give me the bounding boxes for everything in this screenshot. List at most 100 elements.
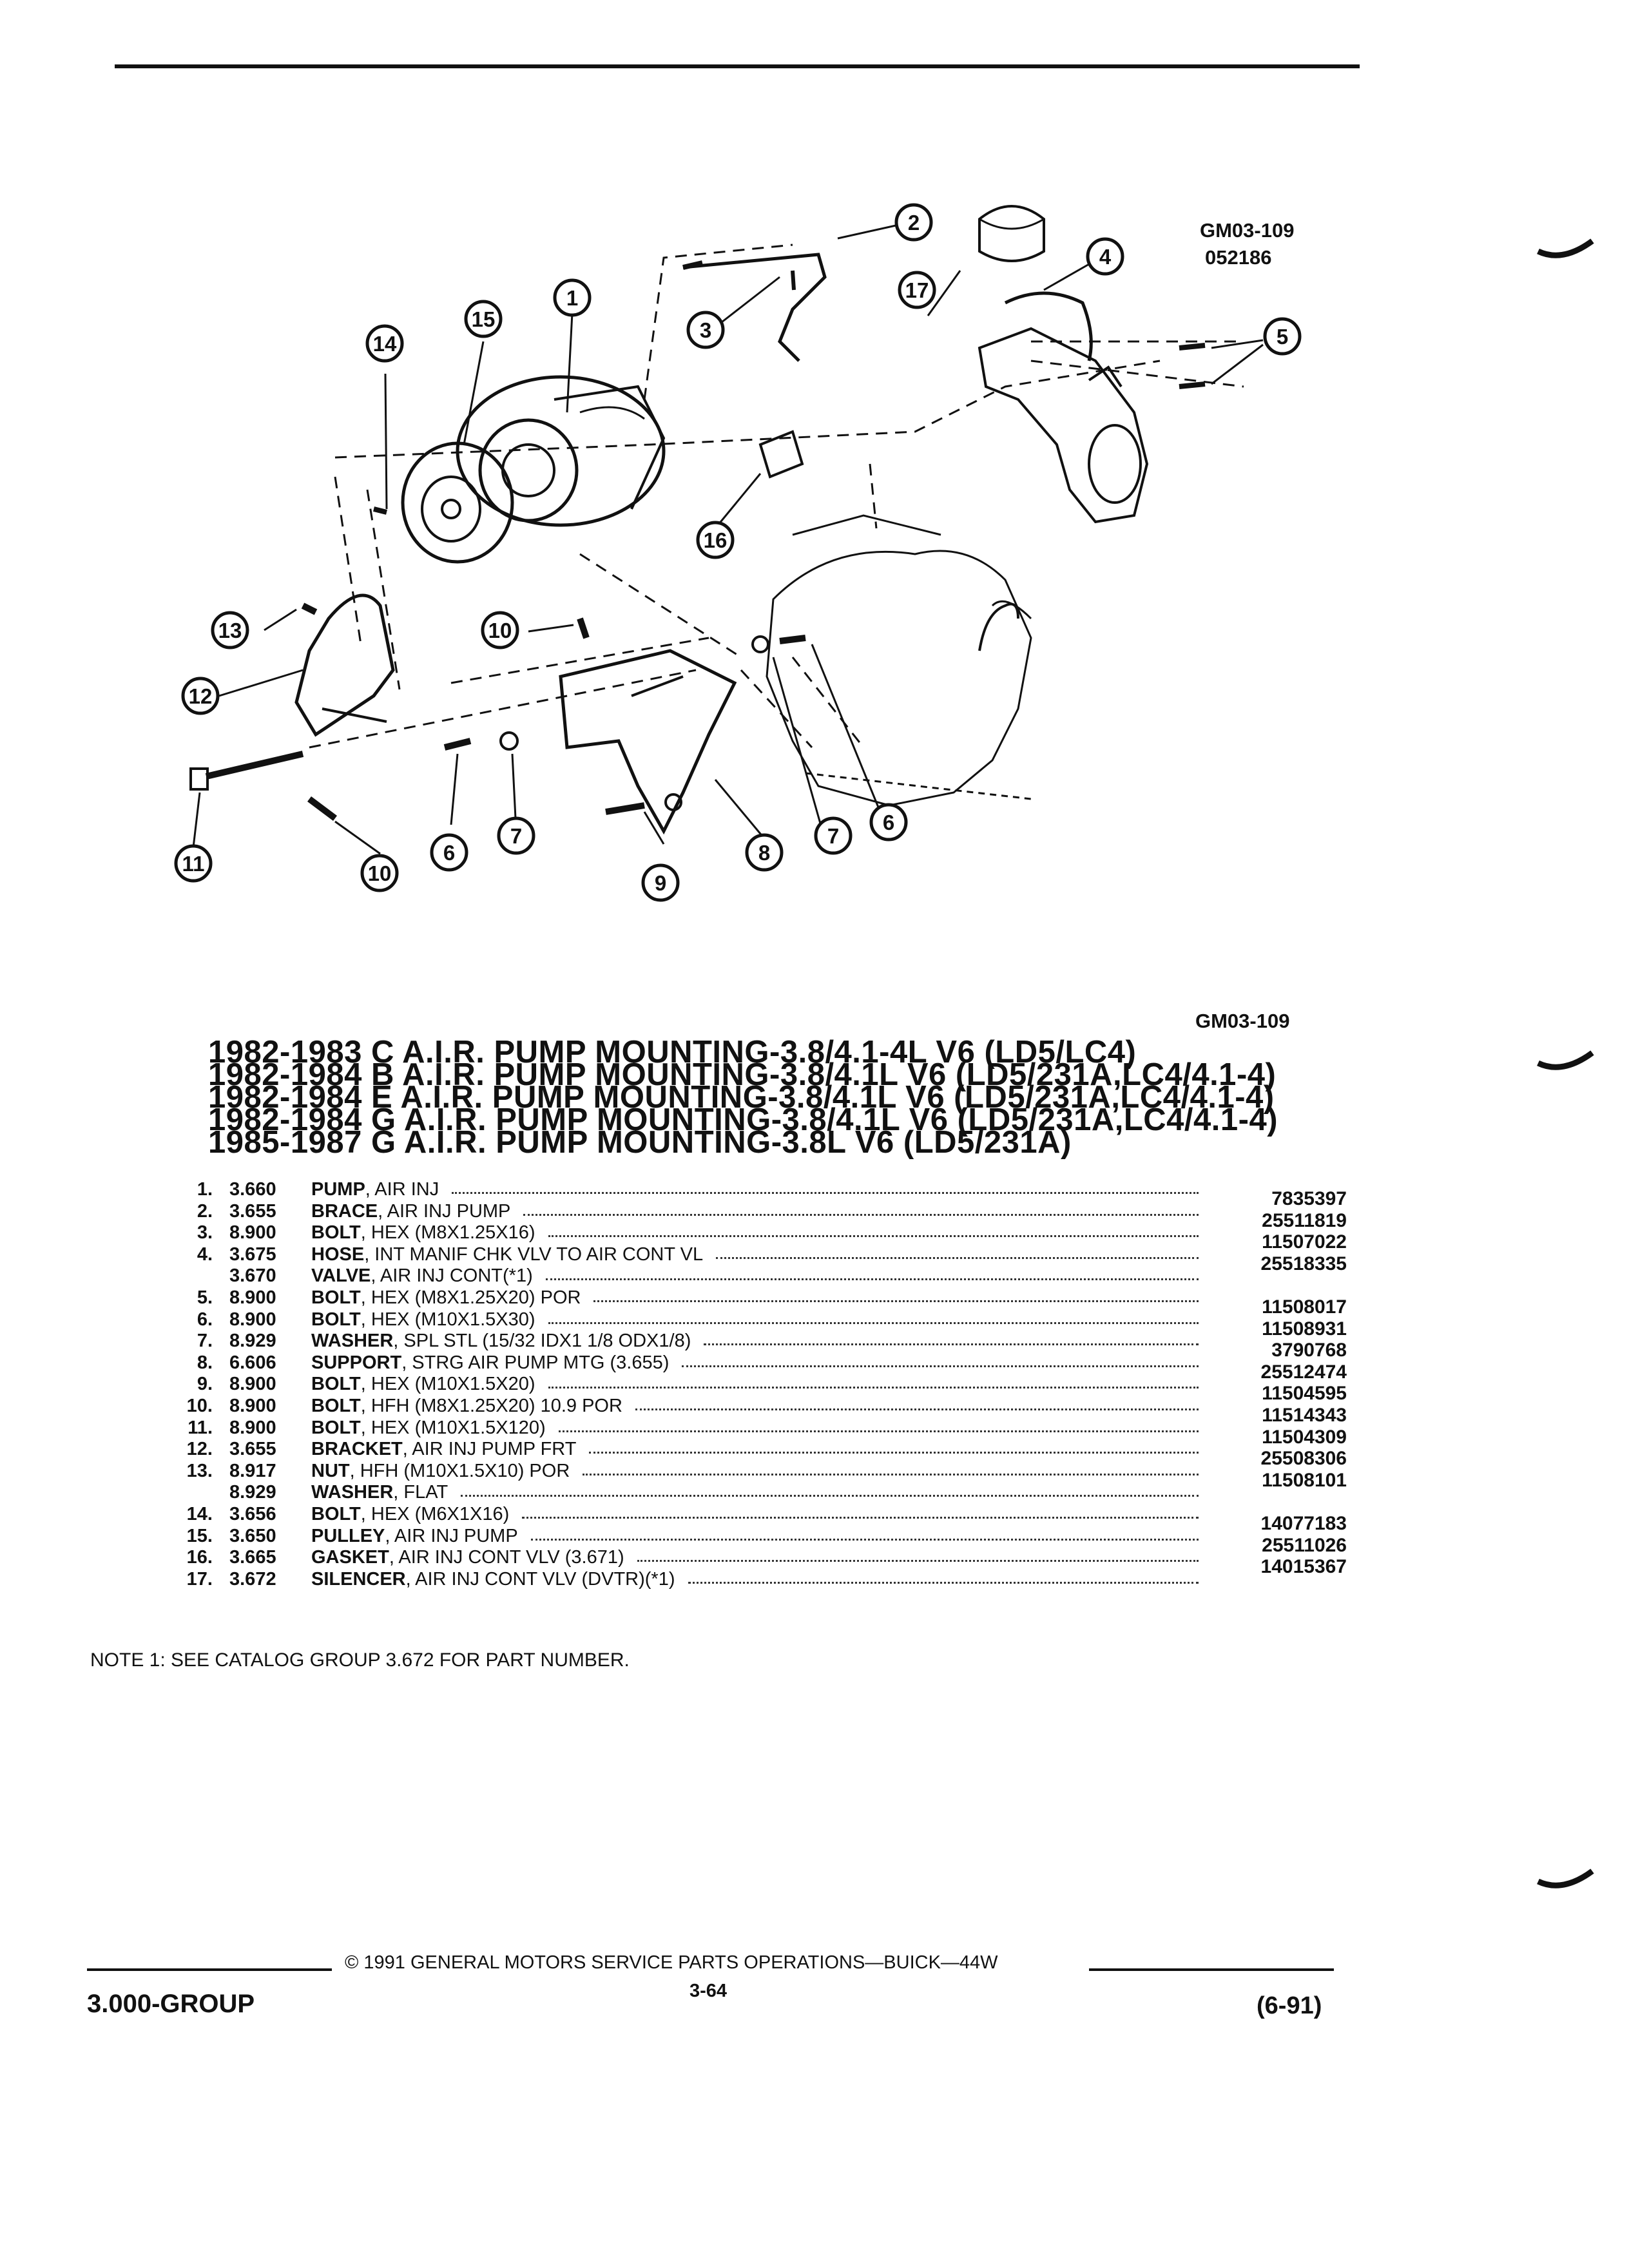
part-name: PULLEY [311,1525,385,1546]
dot-leader [559,1430,1199,1432]
part-item-number: 15. [186,1525,213,1546]
figure-id-top: GM03-109 [1200,219,1295,242]
dot-leader [704,1343,1199,1346]
part-group-code: 8.900 [229,1287,276,1308]
callout-7: 7 [497,816,535,855]
part-description: BOLT, HEX (M8X1.25X20) POR [311,1287,581,1309]
footer-rule-left [87,1968,332,1971]
part-item-number: 16. [186,1547,213,1568]
dot-leader [716,1256,1199,1259]
part-name: BOLT [311,1309,361,1330]
part-group-code: 8.929 [229,1482,276,1503]
svg-text:3: 3 [700,318,711,342]
part-name: PUMP [311,1179,365,1200]
part-item-number: 2. [197,1200,213,1222]
dot-leader [688,1581,1199,1584]
part-number: 11504309 [1262,1426,1347,1448]
dot-leader [548,1235,1199,1238]
part-number: 7835397 [1271,1188,1347,1209]
part-spec: , AIR INJ CONT(*1) [371,1265,533,1287]
callout-15: 15 [464,300,503,338]
part-spec: , INT MANIF CHK VLV TO AIR CONT VL [364,1244,704,1265]
part-group-code: 3.672 [229,1568,276,1590]
part-group-code: 3.655 [229,1439,276,1460]
part-name: BOLT [311,1287,361,1308]
part-name: NUT [311,1460,350,1481]
dot-leader [522,1516,1199,1519]
svg-text:10: 10 [368,861,392,885]
svg-text:14: 14 [373,332,397,356]
part-number: 25518335 [1260,1253,1347,1274]
dot-leader [548,1387,1199,1389]
footer-revision-date: (6-91) [1257,1992,1322,2019]
part-group-code: 8.900 [229,1395,276,1416]
footer-copyright: © 1991 GENERAL MOTORS SERVICE PARTS OPER… [345,1952,998,1973]
svg-text:1: 1 [566,286,578,310]
callout-17: 17 [898,271,936,309]
catalog-note: NOTE 1: SEE CATALOG GROUP 3.672 FOR PART… [90,1649,630,1671]
part-item-number: 8. [197,1352,213,1373]
part-item-number: 11. [188,1417,213,1438]
part-number: 11514343 [1262,1404,1347,1426]
part-description: BOLT, HEX (M10X1.5X30) [311,1309,535,1331]
part-number: 25512474 [1260,1361,1347,1383]
part-item-number: 6. [197,1309,213,1330]
part-name: BRACKET [311,1439,403,1460]
svg-text:13: 13 [218,619,242,642]
section-title: 1982-1983 C A.I.R. PUMP MOUNTING-3.8/4.1… [208,1035,1137,1070]
dot-leader [593,1300,1199,1302]
part-item-number: 7. [197,1331,213,1352]
part-description: GASKET, AIR INJ CONT VLV (3.671) [311,1547,624,1568]
callout-11: 11 [174,844,213,883]
part-name: BOLT [311,1395,361,1416]
part-spec: , AIR INJ CONT VLV (3.671) [389,1547,624,1568]
part-name: SUPPORT [311,1352,402,1373]
callout-7: 7 [814,816,853,855]
callout-6: 6 [430,833,468,872]
part-name: BOLT [311,1417,361,1438]
part-description: SILENCER, AIR INJ CONT VLV (DVTR)(*1) [311,1569,675,1590]
callout-10: 10 [481,611,519,649]
callout-13: 13 [211,611,249,649]
callout-8: 8 [745,833,784,872]
part-group-code: 8.929 [229,1331,276,1352]
part-item-number: 10. [186,1395,213,1416]
binder-mark-bottom [1537,1869,1594,1888]
dot-leader [461,1495,1199,1497]
part-row: 10. 8.900 BOLT, HFH (M8X1.25X20) 10.9 POR 1… [148,1395,1347,1426]
part-name: HOSE [311,1244,365,1265]
part-number: 11508931 [1262,1318,1347,1340]
part-description: PUMP, AIR INJ [311,1179,439,1200]
part-spec: , AIR INJ PUMP [378,1200,511,1222]
part-row: 11. 8.900 BOLT, HEX (M10X1.5X120) 11504309 [148,1417,1347,1448]
callout-4: 4 [1086,237,1124,276]
figure-date-code: 052186 [1205,246,1272,269]
part-group-code: 8.900 [229,1309,276,1330]
footer-group: 3.000-GROUP [87,1990,255,2018]
dot-leader [452,1192,1199,1194]
header-rule [115,64,1360,68]
part-description: NUT, HFH (M10X1.5X10) POR [311,1461,570,1482]
part-spec: , HFH (M8X1.25X20) 10.9 POR [360,1395,622,1416]
section-title: 1982-1984 E A.I.R. PUMP MOUNTING-3.8/4.1… [208,1080,1275,1115]
part-group-code: 8.900 [229,1417,276,1438]
svg-text:9: 9 [655,871,666,895]
svg-text:17: 17 [905,278,929,302]
part-description: BOLT, HEX (M8X1.25X16) [311,1222,535,1244]
svg-text:4: 4 [1099,245,1112,269]
part-item-number: 3. [197,1222,213,1244]
part-item-number: 9. [197,1374,213,1395]
part-number: 14015367 [1260,1556,1347,1578]
section-title: 1982-1984 G A.I.R. PUMP MOUNTING-3.8/4.1… [208,1102,1278,1137]
part-description: VALVE, AIR INJ CONT(*1) [311,1265,533,1287]
callout-14: 14 [365,324,404,363]
part-spec: , HEX (M10X1.5X20) [360,1374,535,1395]
part-number: 11507022 [1262,1231,1347,1253]
part-description: BOLT, HEX (M10X1.5X120) [311,1418,546,1439]
